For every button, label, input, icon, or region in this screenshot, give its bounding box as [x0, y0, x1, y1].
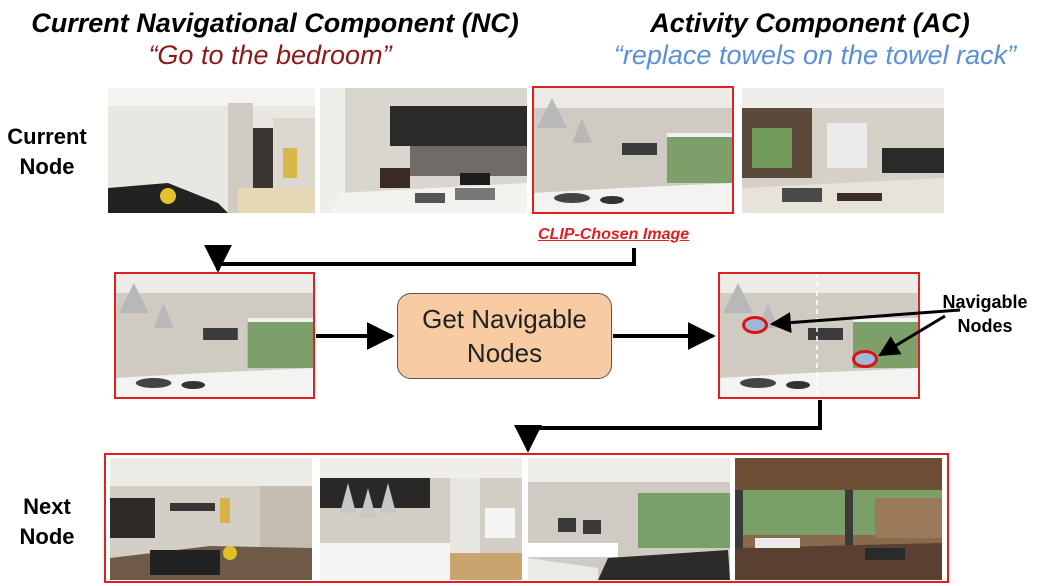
navigable-node-marker-2	[852, 350, 878, 368]
next-node-image-2	[320, 458, 522, 580]
next-node-image-1	[110, 458, 312, 580]
arrow-clip-to-chosen	[204, 244, 636, 273]
next-node-image-4	[735, 458, 942, 580]
ac-title: Activity Component (AC)	[650, 8, 970, 38]
current-node-image-3-clip-chosen	[532, 88, 734, 213]
clip-chosen-image-label: CLIP-Chosen Image	[538, 226, 690, 243]
get-navigable-nodes-box: Get Navigable Nodes	[397, 293, 612, 379]
current-node-image-2	[320, 88, 527, 213]
clip-chosen-highlight-frame	[532, 86, 734, 214]
chosen-image-copy-frame	[114, 272, 315, 399]
navigable-nodes-image-frame	[718, 272, 920, 399]
arrow-navigable-to-next	[514, 400, 822, 453]
navigable-node-marker-1	[742, 316, 768, 334]
next-node-frame	[104, 453, 949, 583]
current-node-label: Current Node	[7, 124, 87, 179]
chosen-image-copy	[114, 273, 314, 398]
current-node-image-1	[108, 88, 315, 213]
ac-instruction-quote: “replace towels on the towel rack”	[613, 40, 1017, 70]
next-node-image-3	[528, 458, 730, 580]
nc-instruction-quote: “Go to the bedroom”	[148, 40, 392, 70]
current-node-image-4	[742, 88, 944, 213]
next-node-label: Next Node	[19, 494, 75, 549]
navigable-nodes-label: Navigable Nodes	[942, 292, 1028, 336]
nc-title: Current Navigational Component (NC)	[31, 8, 519, 38]
